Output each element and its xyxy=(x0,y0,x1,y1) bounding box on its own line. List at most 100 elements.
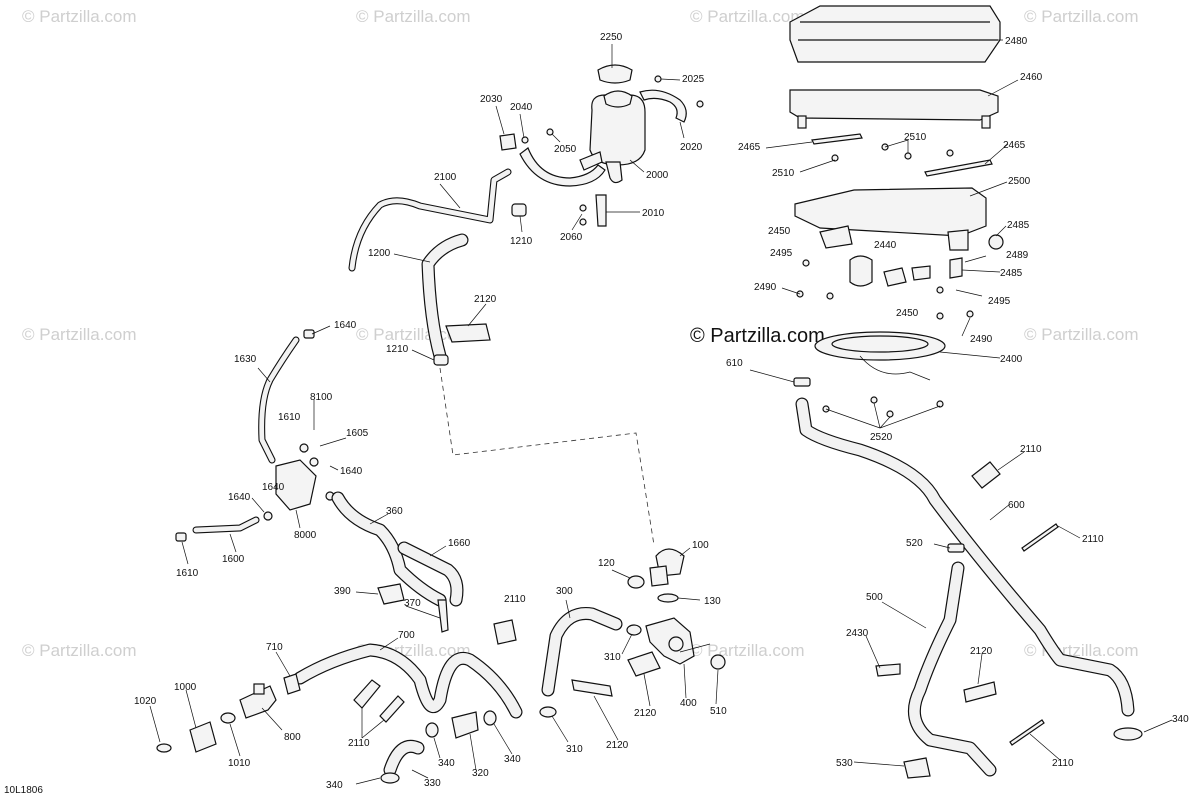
left-hoses xyxy=(175,329,464,633)
callout-330: 330 xyxy=(424,778,441,789)
fan-shroud xyxy=(794,187,987,237)
callout-2450: 2450 xyxy=(768,226,791,237)
grommet xyxy=(949,257,963,279)
callout-2495: 2495 xyxy=(770,248,793,259)
callout-320: 320 xyxy=(472,768,489,779)
callout-labels: 2250 2025 2020 2030 2040 2050 2000 2010 … xyxy=(134,32,1189,791)
shroud-bracket xyxy=(947,229,969,251)
callout-1210: 1210 xyxy=(510,236,533,247)
callout-1020: 1020 xyxy=(134,696,157,707)
callout-2400: 2400 xyxy=(1000,354,1023,365)
callout-310: 310 xyxy=(566,744,583,755)
callout-2465: 2465 xyxy=(1003,140,1026,151)
callout-300: 300 xyxy=(556,586,573,597)
hose-clamp-2120 xyxy=(445,323,491,343)
diagram-code: 10L1806 xyxy=(4,785,43,796)
shroud-bracket xyxy=(819,225,853,249)
reservoir-bracket-strap xyxy=(519,147,606,187)
watermark-text: © Partzilla.com xyxy=(22,325,137,344)
hose-clamp xyxy=(175,532,187,542)
watermark-text: © Partzilla.com xyxy=(1024,7,1139,26)
callout-800: 800 xyxy=(284,732,301,743)
reservoir-outlet xyxy=(605,161,623,184)
hose-clamp xyxy=(511,203,527,217)
callout-1605: 1605 xyxy=(346,428,369,439)
sensor-370 xyxy=(437,599,449,633)
watermark-layer: © Partzilla.com © Partzilla.com © Partzi… xyxy=(22,7,1139,660)
callout-2430: 2430 xyxy=(846,628,869,639)
screw-icon xyxy=(826,292,834,300)
callout-2110: 2110 xyxy=(504,594,526,605)
callout-8100: 8100 xyxy=(310,392,333,403)
screw-icon xyxy=(696,100,704,108)
callout-1630: 1630 xyxy=(234,354,257,365)
screw-icon xyxy=(870,396,878,404)
screw-icon xyxy=(802,259,810,267)
hose-clamp xyxy=(156,743,172,753)
hose-clamp-2110 xyxy=(971,461,1001,489)
callout-2120: 2120 xyxy=(970,646,993,657)
callout-2465: 2465 xyxy=(738,142,761,153)
reservoir-strap xyxy=(639,89,687,123)
callout-600: 600 xyxy=(1008,500,1025,511)
bracket-clip xyxy=(499,133,517,151)
callout-610: 610 xyxy=(726,358,743,369)
callout-1640: 1640 xyxy=(228,492,251,503)
hose-clamp-2120 xyxy=(627,651,661,677)
hose-clamp-2110 xyxy=(493,619,517,645)
callout-2110: 2110 xyxy=(1082,534,1104,545)
screw-icon xyxy=(521,136,529,144)
lower-hoses xyxy=(156,606,661,784)
hose-clamp xyxy=(303,329,315,339)
hose-clamp-2110 xyxy=(379,695,405,723)
callout-340: 340 xyxy=(326,780,343,791)
callout-120: 120 xyxy=(598,558,615,569)
screw-icon xyxy=(579,204,587,212)
reservoir-neck xyxy=(603,90,633,108)
fitting xyxy=(309,457,319,467)
screw-icon xyxy=(654,75,662,83)
coolant-reservoir xyxy=(589,94,646,166)
callout-340: 340 xyxy=(438,758,455,769)
retainer-strip xyxy=(811,133,863,145)
hose-clamp xyxy=(627,575,645,589)
callout-2490: 2490 xyxy=(754,282,777,293)
callout-2110: 2110 xyxy=(348,738,370,749)
hose-clamp xyxy=(433,354,449,366)
water-pump-group xyxy=(626,548,726,670)
hose-1630 xyxy=(258,336,300,464)
hose-clamp-2430 xyxy=(875,663,901,677)
callout-530: 530 xyxy=(836,758,853,769)
fitting-320 xyxy=(451,711,479,739)
hose-clamp-2120 xyxy=(571,679,613,697)
fitting-800 xyxy=(239,685,277,719)
callout-2480: 2480 xyxy=(1005,36,1028,47)
callout-710: 710 xyxy=(266,642,283,653)
hose-1000 xyxy=(189,721,217,753)
radiator-group xyxy=(789,5,1004,418)
callout-130: 130 xyxy=(704,596,721,607)
callout-2450: 2450 xyxy=(896,308,919,319)
hose-clamp xyxy=(425,722,439,738)
watermark-text: © Partzilla.com xyxy=(1024,325,1139,344)
connector-clip xyxy=(911,265,931,281)
callout-1640: 1640 xyxy=(334,320,357,331)
fan-wire xyxy=(859,355,931,381)
cable-tie xyxy=(1009,719,1045,746)
watermark-text: © Partzilla.com xyxy=(690,7,805,26)
hose-clamp xyxy=(283,673,301,695)
hose-clamp xyxy=(626,624,642,636)
hose-clamp-390 xyxy=(377,583,405,605)
connector-clip xyxy=(883,267,907,287)
callout-2050: 2050 xyxy=(554,144,577,155)
right-hoses xyxy=(795,397,1143,779)
hose-clamp xyxy=(710,654,726,670)
hose-clamp xyxy=(1113,727,1143,741)
watermark-text: © Partzilla.com xyxy=(356,7,471,26)
callout-2489: 2489 xyxy=(1006,250,1029,261)
fan-motor-connector xyxy=(849,255,873,287)
radiator-upper-cover xyxy=(789,5,1001,63)
callout-2060: 2060 xyxy=(560,232,583,243)
